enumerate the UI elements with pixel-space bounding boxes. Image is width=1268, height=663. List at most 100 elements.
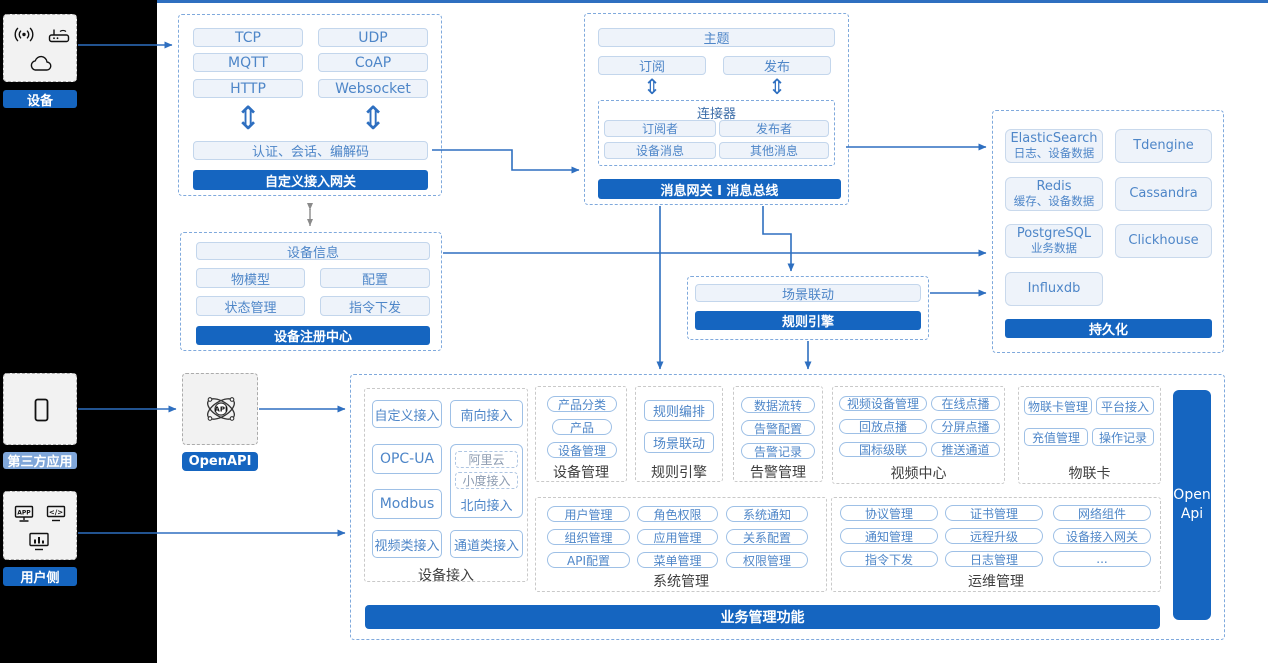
node-label: 指令下发 (348, 300, 401, 316)
node-video-access: 视频类接入 (372, 530, 442, 558)
third-party-label-text: 第三方应用 (7, 455, 73, 470)
section-label-device-access: 设备接入 (364, 565, 528, 585)
node-label: HTTP (230, 80, 266, 97)
node-label: 场景联动 (781, 287, 834, 303)
node-label: 远程升级 (969, 529, 1018, 544)
node-label: 操作记录 (1098, 430, 1147, 445)
updown-glyph: ⇕ (359, 99, 387, 137)
node-platform-access: 平台接入 (1096, 397, 1154, 415)
node-label: 组织管理 (564, 530, 613, 545)
user-side-label-text: 用户侧 (20, 571, 60, 586)
node-label: 物联卡管理 (1027, 399, 1088, 414)
node-label: 推送通道 (941, 443, 990, 457)
node-label: 角色权限 (653, 507, 702, 522)
node-label: 用户管理 (564, 507, 613, 522)
node-label: 分屏点播 (941, 420, 990, 434)
node-subscribe: 订阅 (598, 56, 706, 75)
node-label: OPC-UA (379, 451, 435, 467)
node-gb-cascade: 国标级联 (839, 442, 927, 457)
section-device-mgmt (535, 386, 627, 482)
openapi-label-text: OpenAPI (188, 454, 252, 469)
store-tdengine: Tdengine (1115, 129, 1212, 163)
node-udp: UDP (318, 28, 428, 47)
node-label: 回放点播 (858, 420, 907, 434)
node-label: 其他消息 (749, 144, 798, 158)
node-custom-access: 自定义接入 (372, 400, 442, 428)
node-label: 发布 (763, 60, 790, 75)
router-icon (48, 29, 70, 43)
updown-glyph: ⇕ (768, 75, 786, 99)
node-publish: 发布 (723, 56, 831, 75)
node-label: 指令下发 (864, 552, 913, 567)
node-thing-model: 物模型 (196, 268, 305, 288)
node-scene-linkage: 场景联动 (695, 284, 921, 303)
node-tcp: TCP (193, 28, 303, 47)
node-label: UDP (358, 29, 388, 46)
node-http: HTTP (193, 79, 303, 98)
node-menu-mgmt: 菜单管理 (637, 552, 718, 568)
bar-label: 业务管理功能 (720, 610, 805, 626)
message-bus-title-bar: 消息网关 I 消息总线 (598, 179, 841, 199)
node-label: 协议管理 (864, 506, 913, 521)
user-side-box: APP </> (3, 491, 77, 560)
node-label: 状态管理 (224, 300, 277, 316)
phone-icon (34, 398, 49, 422)
node-iot-card-mgmt: 物联卡管理 (1024, 397, 1092, 415)
device-source-label-text: 设备 (26, 93, 53, 109)
node-xiaodu-access: 小度接入 (455, 472, 518, 489)
section-label-rule-engine: 规则引擎 (635, 462, 723, 482)
node-label: 设备信息 (286, 245, 339, 261)
node-label: CoAP (354, 54, 392, 71)
node-app-mgmt: 应用管理 (637, 529, 718, 545)
section-label-text: 规则引擎 (651, 465, 707, 481)
store-name: Influxdb (1027, 281, 1081, 297)
updown-arrow-icon: ⇕ (762, 77, 792, 98)
node-label: TCP (235, 29, 261, 46)
section-label-text: 系统管理 (653, 574, 709, 590)
store-name: PostgreSQL (1016, 226, 1092, 242)
node-rule-orchestration: 规则编排 (644, 400, 714, 421)
node-relation-config: 关系配置 (726, 529, 808, 545)
section-iot-card (1018, 386, 1161, 484)
node-label: 视频设备管理 (846, 397, 919, 411)
node-publisher: 发布者 (719, 120, 829, 137)
section-label-video-center: 视频中心 (832, 463, 1005, 483)
node-label: 阿里云 (468, 453, 505, 467)
node-label: 设备接入网关 (1065, 529, 1138, 544)
node-label: 设备管理 (557, 443, 606, 458)
store-influxdb: Influxdb (1005, 272, 1103, 306)
api-network-icon: API (207, 397, 235, 421)
openapi-label: OpenAPI (182, 452, 258, 471)
node-user-mgmt: 用户管理 (547, 506, 630, 522)
section-label-text: 视频中心 (890, 466, 947, 482)
node-device-info: 设备信息 (196, 242, 430, 261)
updown-arrow-icon: ⇕ (233, 102, 263, 134)
node-role-permission: 角色权限 (637, 506, 718, 522)
node-config: 配置 (320, 268, 430, 288)
node-label: 告警配置 (753, 421, 802, 436)
node-device-access-gateway: 设备接入网关 (1053, 528, 1151, 544)
node-protocol-mgmt: 协议管理 (840, 505, 938, 521)
svg-text:</>: </> (49, 509, 63, 517)
store-desc: 日志、设备数据 (1013, 145, 1095, 160)
svg-text:APP: APP (17, 510, 31, 517)
section-label-alert-mgmt: 告警管理 (733, 462, 823, 482)
third-party-box (3, 373, 77, 445)
updown-arrow-icon: ⇕ (358, 102, 388, 134)
node-permission-mgmt: 权限管理 (726, 552, 808, 568)
updown-arrow-icon: ⇕ (637, 77, 667, 98)
node-label: 平台接入 (1100, 399, 1149, 414)
node-north-access-label: 北向接入 (450, 495, 523, 514)
node-aliyun: 阿里云 (455, 451, 518, 468)
node-other-message: 其他消息 (719, 142, 829, 159)
custom-gateway-title-bar: 自定义接入网关 (193, 170, 428, 190)
section-label-device-mgmt: 设备管理 (535, 462, 627, 482)
updown-glyph: ⇕ (643, 75, 661, 99)
node-label: 证书管理 (969, 506, 1018, 521)
section-label-iot-card: 物联卡 (1018, 463, 1161, 483)
node-label: 应用管理 (653, 530, 702, 545)
section-label-system-mgmt: 系统管理 (535, 571, 827, 591)
node-label: 规则编排 (652, 405, 705, 420)
